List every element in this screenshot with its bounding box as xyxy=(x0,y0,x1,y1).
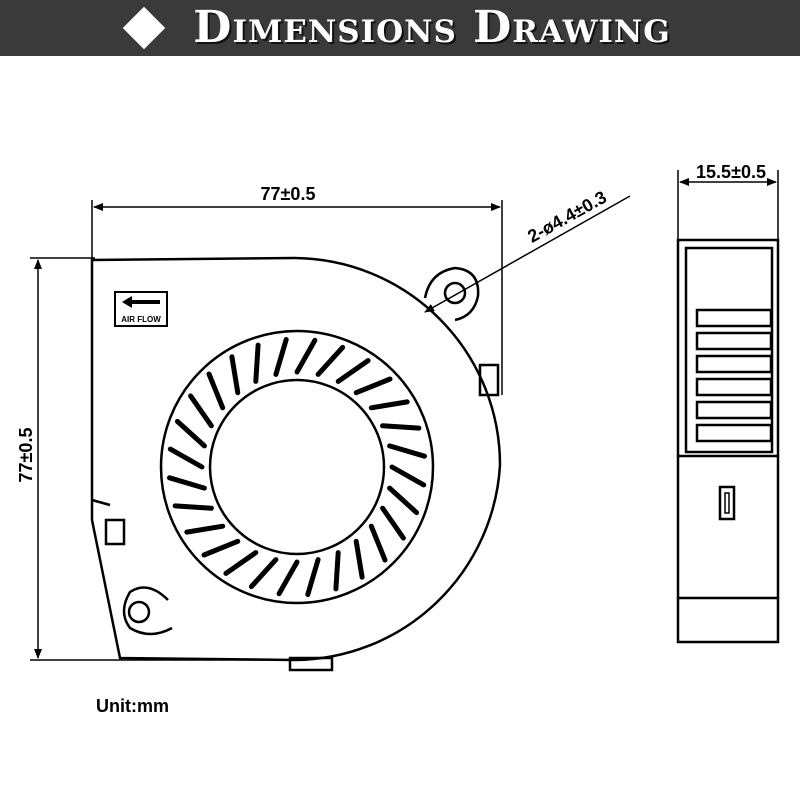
airflow-text: AIR FLOW xyxy=(121,315,161,324)
page-title: Dimensions Drawing xyxy=(193,2,671,53)
fan-housing-outline xyxy=(90,256,502,662)
impeller-blade xyxy=(315,344,346,377)
unit-label: Unit:mm xyxy=(96,696,169,716)
impeller-blade xyxy=(276,559,300,597)
impeller-blade xyxy=(333,550,341,592)
vent-slat xyxy=(695,354,773,374)
airflow-label-box: AIR FLOW xyxy=(114,291,168,327)
title-banner: Dimensions Drawing xyxy=(0,0,800,56)
thickness-dimension-label: 15.5±0.5 xyxy=(696,162,766,182)
housing-clip-left xyxy=(104,518,126,546)
vent-slat xyxy=(695,400,773,420)
impeller-blade xyxy=(368,523,388,563)
hole-callout-label: 2-ø4.4±0.3 xyxy=(524,187,610,247)
mounting-hole-bottom-left xyxy=(127,600,151,624)
vent-slat xyxy=(695,377,773,397)
vent-slat xyxy=(695,308,773,328)
impeller-blade xyxy=(353,538,365,580)
impeller-blade xyxy=(188,393,214,429)
impeller-blade xyxy=(387,485,420,516)
impeller-blade xyxy=(229,354,241,396)
impeller-blade xyxy=(380,505,406,541)
vent-slat xyxy=(695,423,773,443)
impeller-blade xyxy=(305,557,321,597)
width-dimension-label: 77±0.5 xyxy=(261,184,316,204)
mounting-ear-bottom-left xyxy=(122,586,173,636)
impeller-blade xyxy=(273,337,289,377)
side-view-outline xyxy=(676,238,780,644)
impeller-blade xyxy=(201,538,241,558)
hole-callout-leader xyxy=(424,195,631,313)
airflow-arrow-icon xyxy=(122,296,160,308)
impeller-blade xyxy=(167,446,205,470)
housing-clip-right xyxy=(478,363,500,397)
fan-front-view xyxy=(90,256,502,672)
impeller-blade xyxy=(167,475,207,491)
impeller-blade xyxy=(184,523,226,535)
impeller-blade xyxy=(353,376,393,396)
impeller-blade xyxy=(387,443,427,459)
impeller-blade xyxy=(172,503,214,511)
impeller-blade xyxy=(206,371,226,411)
thickness-dimension xyxy=(677,170,779,242)
impeller-blades xyxy=(167,337,427,597)
impeller-outer-ring xyxy=(159,329,435,605)
impeller-blade xyxy=(223,550,259,576)
side-view-connector xyxy=(718,485,736,521)
vent-slat xyxy=(695,331,773,351)
impeller-blade xyxy=(335,358,371,384)
impeller-blade xyxy=(389,464,427,488)
housing-clip-bottom xyxy=(288,656,334,672)
impeller-blade xyxy=(294,337,318,375)
mounting-ear-top-right xyxy=(423,266,480,322)
height-dimension-label: 77±0.5 xyxy=(16,428,36,483)
side-view-vent-slats xyxy=(695,308,773,443)
impeller-hub xyxy=(208,378,386,556)
width-dimension xyxy=(91,200,503,395)
impeller-blade xyxy=(253,342,261,384)
impeller-blade xyxy=(174,418,207,449)
impeller-blade xyxy=(368,399,410,411)
impeller-blade xyxy=(248,557,279,590)
height-dimension xyxy=(30,257,295,661)
impeller-blade xyxy=(380,423,422,431)
mounting-hole-top-right xyxy=(443,281,467,305)
